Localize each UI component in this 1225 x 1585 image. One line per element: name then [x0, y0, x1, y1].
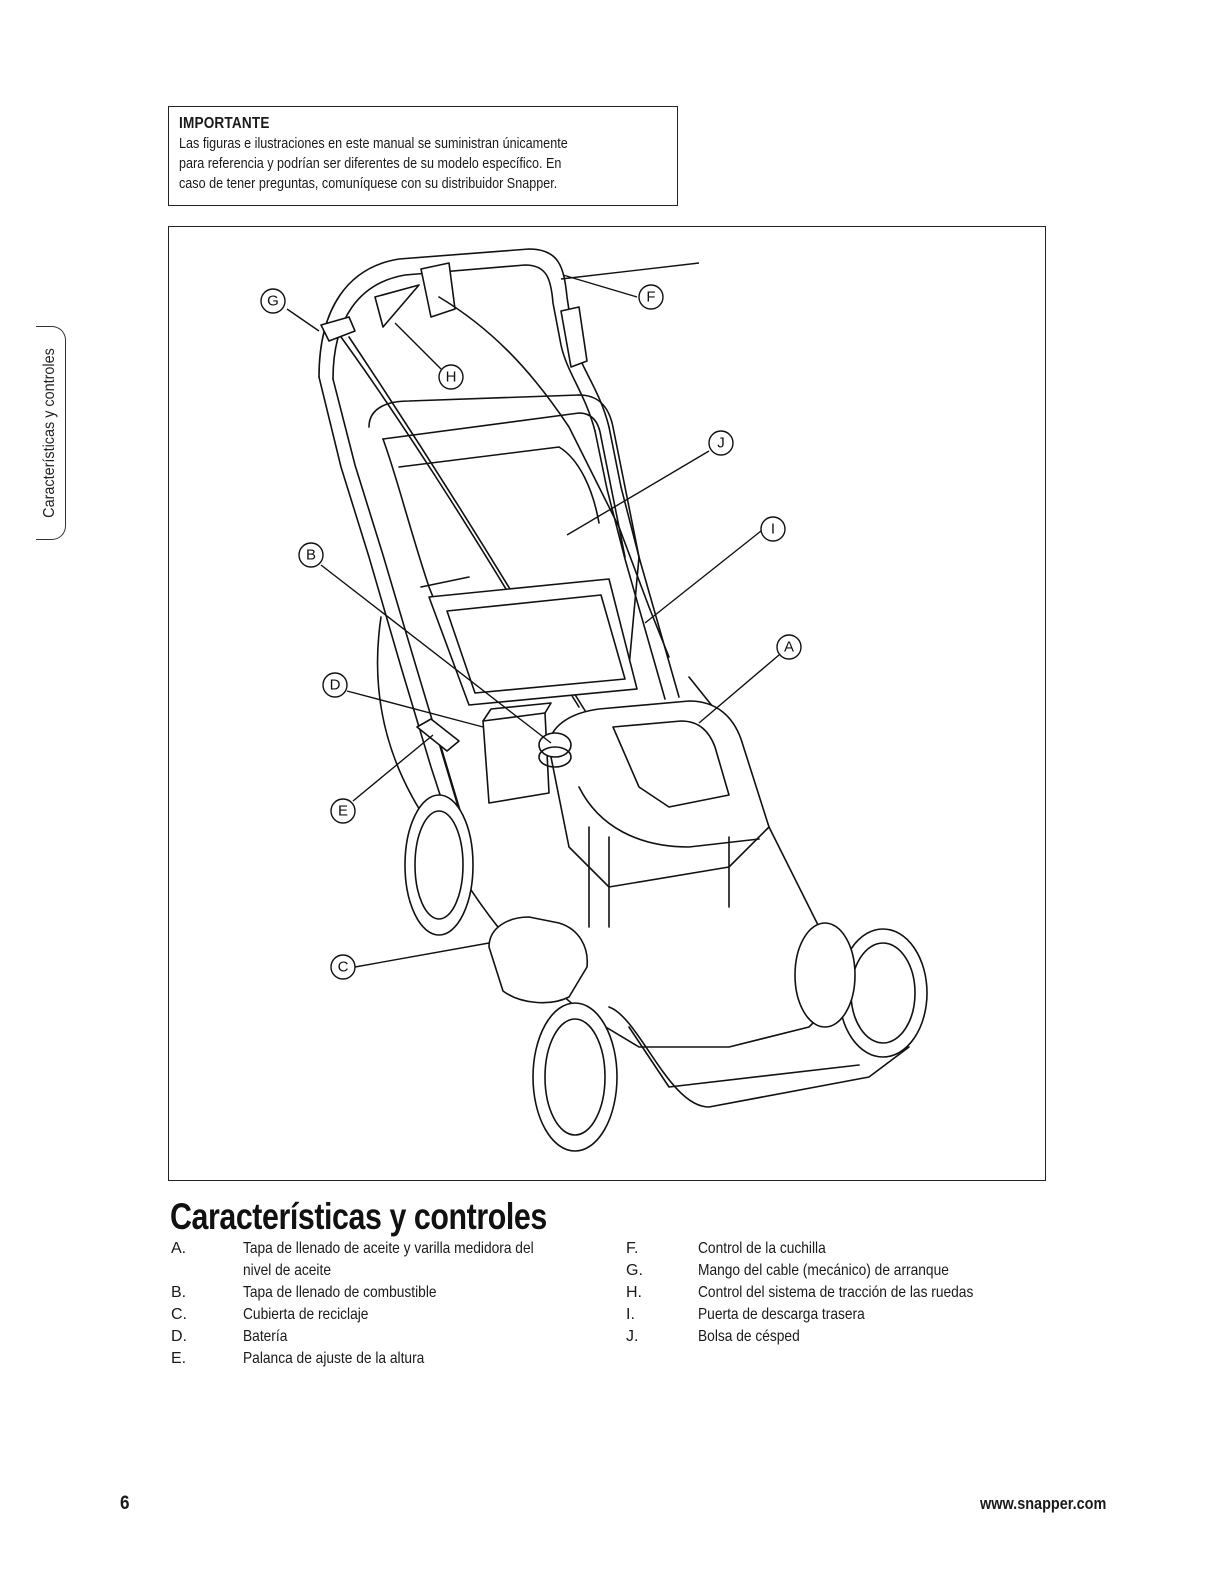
callout-j-letter: J — [717, 435, 725, 452]
callout-d: D — [322, 672, 348, 698]
item-desc: Mango del cable (mecánico) de arranque — [698, 1262, 949, 1279]
item-letter: I. — [626, 1306, 635, 1323]
callout-b-letter: B — [306, 547, 316, 564]
callout-a-letter: A — [784, 639, 794, 656]
item-letter: H. — [626, 1284, 642, 1301]
callout-a: A — [776, 634, 802, 660]
callout-i-letter: I — [771, 521, 775, 538]
callout-c-letter: C — [338, 959, 349, 976]
notice-line: para referencia y podrían ser diferentes… — [179, 155, 562, 172]
list-item: I. Puerta de descarga trasera — [626, 1304, 1046, 1326]
callout-c: C — [330, 954, 356, 980]
list-item: J. Bolsa de césped — [626, 1326, 1046, 1348]
item-desc: Cubierta de reciclaje — [243, 1306, 369, 1323]
features-list-right: F. Control de la cuchilla G. Mango del c… — [626, 1238, 1046, 1348]
callout-f-letter: F — [646, 289, 655, 306]
callout-e-letter: E — [338, 803, 348, 820]
item-letter: G. — [626, 1262, 643, 1279]
item-letter: D. — [171, 1328, 187, 1345]
item-desc: Tapa de llenado de combustible — [243, 1284, 437, 1301]
item-letter: C. — [171, 1306, 187, 1323]
item-desc: nivel de aceite — [243, 1262, 331, 1279]
callout-d-letter: D — [330, 677, 341, 694]
callout-g: G — [260, 288, 286, 314]
callout-b: B — [298, 542, 324, 568]
item-desc: Control de la cuchilla — [698, 1240, 826, 1257]
item-letter: B. — [171, 1284, 187, 1301]
callout-g-letter: G — [267, 293, 279, 310]
item-letter: A. — [171, 1240, 187, 1257]
callout-f: F — [638, 284, 664, 310]
mower-figure: F G H J I B A D E C — [168, 226, 1046, 1181]
side-tab-label: Características y controles — [41, 348, 58, 518]
item-desc: Tapa de llenado de aceite y varilla medi… — [243, 1240, 534, 1257]
features-list-left: A. Tapa de llenado de aceite y varilla m… — [171, 1238, 591, 1370]
item-desc: Batería — [243, 1328, 288, 1345]
notice-title: IMPORTANTE — [179, 115, 270, 132]
callout-h: H — [438, 364, 464, 390]
list-item: D. Batería — [171, 1326, 591, 1348]
footer-url: www.snapper.com — [980, 1494, 1107, 1513]
important-notice: IMPORTANTE Las figuras e ilustraciones e… — [168, 106, 678, 206]
list-item: B. Tapa de llenado de combustible — [171, 1282, 591, 1304]
item-desc: Puerta de descarga trasera — [698, 1306, 865, 1323]
page-number: 6 — [120, 1493, 130, 1514]
item-desc: Palanca de ajuste de la altura — [243, 1350, 425, 1367]
side-tab — [36, 326, 66, 540]
callout-h-letter: H — [446, 369, 457, 386]
item-letter: F. — [626, 1240, 639, 1257]
mower-illustration: F G H J I B A D E C — [260, 248, 928, 1152]
list-item: H. Control del sistema de tracción de la… — [626, 1282, 1046, 1304]
callout-i: I — [760, 516, 786, 542]
list-item: G. Mango del cable (mecánico) de arranqu… — [626, 1260, 1046, 1282]
callout-j: J — [708, 430, 734, 456]
list-item: C. Cubierta de reciclaje — [171, 1304, 591, 1326]
callout-e: E — [330, 798, 356, 824]
notice-line: Las figuras e ilustraciones en este manu… — [179, 135, 568, 152]
item-desc: Control del sistema de tracción de las r… — [698, 1284, 974, 1301]
list-item-continuation: nivel de aceite — [171, 1260, 591, 1282]
notice-text: Las figuras e ilustraciones en este manu… — [179, 134, 666, 194]
item-desc: Bolsa de césped — [698, 1328, 800, 1345]
list-item: E. Palanca de ajuste de la altura — [171, 1348, 591, 1370]
section-title: Características y controles — [170, 1196, 547, 1237]
item-letter: E. — [171, 1350, 187, 1367]
list-item: F. Control de la cuchilla — [626, 1238, 1046, 1260]
list-item: A. Tapa de llenado de aceite y varilla m… — [171, 1238, 591, 1260]
notice-line: caso de tener preguntas, comuníquese con… — [179, 175, 558, 192]
item-letter: J. — [626, 1328, 639, 1345]
